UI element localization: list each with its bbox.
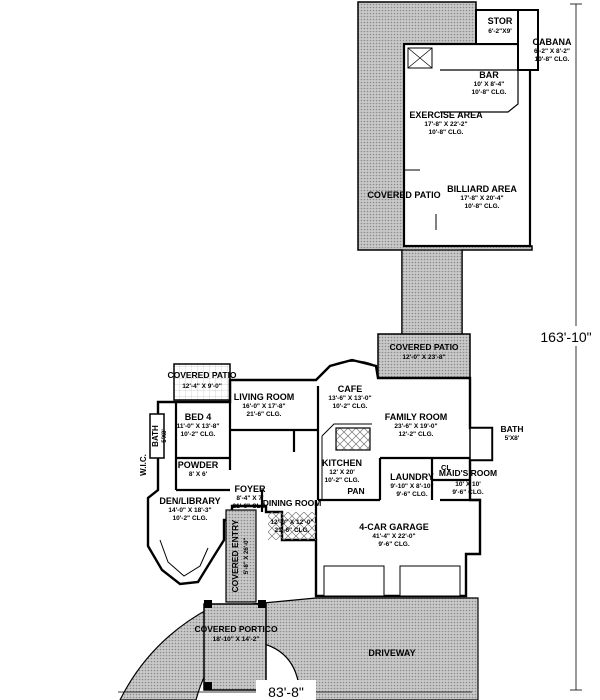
bath-right-box xyxy=(469,427,493,461)
room-size-cafe: 13'-6" X 13'-0" xyxy=(328,395,371,402)
room-size-covered-entry: 5'-8" X 26'-0" xyxy=(244,538,250,575)
depth-dimension: 163'-10" xyxy=(540,329,591,345)
room-size-dining: 12'-0" X 12'-0" xyxy=(270,519,313,526)
room-name-cabana: CABANA xyxy=(533,37,572,47)
room-name-laundry: LAUNDRY xyxy=(390,472,434,482)
room-size-powder: 8' X 6' xyxy=(189,471,208,478)
room-name-powder: POWDER xyxy=(178,460,219,470)
room-name-living: LIVING ROOM xyxy=(234,392,295,402)
room-clg-cabana: 10'-8" CLG. xyxy=(535,56,570,63)
covered-entry-walk xyxy=(225,509,257,603)
room-name-driveway: DRIVEWAY xyxy=(368,648,415,658)
room-size-kitchen: 12' X 20' xyxy=(329,469,355,476)
room-name-bath-right: BATH xyxy=(501,424,524,434)
portico-column-3 xyxy=(204,682,212,690)
room-name-maids: MAID'S ROOM xyxy=(439,468,497,478)
main-house xyxy=(146,333,494,603)
room-clg-laundry: 9'-6" CLG. xyxy=(396,491,428,498)
room-clg-dining: 21'-6" CLG. xyxy=(275,527,310,534)
room-clg-garage: 9'-6" CLG. xyxy=(378,541,410,548)
room-size-maids: 10' X 10' xyxy=(455,481,481,488)
cabana-walls xyxy=(517,9,539,71)
room-clg-kitchen: 10'-2" CLG. xyxy=(325,477,360,484)
room-size-garage: 41'-4" X 22'-0" xyxy=(372,533,415,540)
den-bay xyxy=(159,539,209,577)
cafe-bay xyxy=(329,360,377,367)
room-name-garage: 4-CAR GARAGE xyxy=(359,522,429,532)
stor-walls xyxy=(475,9,519,45)
room-size-portico: 18'-10" X 14'-2" xyxy=(213,636,260,643)
room-name-covered-patio-rear: COVERED PATIO xyxy=(367,190,440,200)
room-name-billiard: BILLIARD AREA xyxy=(447,184,517,194)
dimensions: 163'-10" 83'-8" xyxy=(118,3,594,700)
room-name-covered-patio-left: COVERED PATIO xyxy=(167,370,236,380)
room-size-bed4: 11'-0" X 13'-8" xyxy=(177,423,220,430)
dining-floor xyxy=(268,512,316,540)
room-name-den: DEN/LIBRARY xyxy=(159,496,220,506)
room-name-bed4: BED 4 xyxy=(185,412,212,422)
room-clg-den: 10'-2" CLG. xyxy=(173,515,208,522)
room-name-covered-patio-mid: COVERED PATIO xyxy=(389,342,458,352)
room-size-covered-patio-left: 12'-4" X 9'-0" xyxy=(182,383,222,390)
portico-column-1 xyxy=(204,600,212,608)
rear-structure xyxy=(357,1,539,337)
room-clg-family: 12'-2" CLG. xyxy=(399,431,434,438)
bar-counter xyxy=(440,69,519,113)
room-clg-foyer: 21'-6" CLG. xyxy=(233,503,268,510)
kitchen-island xyxy=(335,427,371,451)
room-name-bath-left: BATH xyxy=(151,425,160,447)
room-clg-bar: 10'-8" CLG. xyxy=(472,89,507,96)
width-dimension: 83'-8" xyxy=(268,684,304,700)
garage-door-1 xyxy=(323,565,385,597)
site xyxy=(119,597,479,700)
room-name-stor: STOR xyxy=(488,16,513,26)
room-size-living: 16'-0" X 17'-8" xyxy=(242,403,285,410)
portico-surface xyxy=(203,603,267,691)
room-size-exercise: 17'-8" X 22'-2" xyxy=(424,121,467,128)
room-name-portico: COVERED PORTICO xyxy=(194,624,278,634)
room-clg-cafe: 10'-2" CLG. xyxy=(333,403,368,410)
bar-fixture xyxy=(407,47,433,69)
room-clg-maids: 9'-6" CLG. xyxy=(452,489,484,496)
room-name-exercise: EXERCISE AREA xyxy=(409,110,483,120)
room-name-covered-entry: COVERED ENTRY xyxy=(230,519,240,592)
breezeway xyxy=(401,249,463,337)
room-name-foyer: FOYER xyxy=(234,484,266,494)
room-clg-living: 21'-6" CLG. xyxy=(247,411,282,418)
room-name-bar: BAR xyxy=(479,70,499,80)
room-name-wic: W.I.C. xyxy=(139,454,148,476)
room-size-bath-right: 5'X8' xyxy=(505,435,520,442)
room-size-bar: 10' X 8'-4" xyxy=(474,81,505,88)
room-size-cabana: 6'-2" X 8'-2" xyxy=(534,48,570,55)
room-size-family: 23'-6" X 19'-0" xyxy=(394,423,437,430)
room-labels: STOR 6'-2"X9' CABANA 6'-2" X 8'-2" 10'-8… xyxy=(139,16,572,658)
room-size-foyer: 8'-4" X 7' xyxy=(236,495,264,502)
room-name-kitchen: KITCHEN xyxy=(322,458,362,468)
room-size-bath-left: 5'X8' xyxy=(162,429,168,443)
room-name-dining: DINING ROOM xyxy=(263,498,322,508)
garage-door-2 xyxy=(399,565,461,597)
room-name-family: FAMILY ROOM xyxy=(385,412,448,422)
room-size-billiard: 17'-8" X 20'-4" xyxy=(460,195,503,202)
room-size-den: 14'-0" X 18'-3" xyxy=(168,507,211,514)
room-size-laundry: 9'-10" X 8'-10" xyxy=(390,483,433,490)
kitchen-counter xyxy=(321,423,372,500)
rear-building-walls xyxy=(402,42,532,248)
room-clg-billiard: 10'-8" CLG. xyxy=(465,203,500,210)
room-clg-bed4: 10'-2" CLG. xyxy=(181,431,216,438)
room-name-pan: PAN xyxy=(347,486,364,496)
room-size-stor: 6'-2"X9' xyxy=(488,28,512,35)
room-size-covered-patio-mid: 12'-0" X 23'-8" xyxy=(402,354,445,361)
room-name-cl: CL xyxy=(441,463,451,472)
bath-left-box xyxy=(149,413,165,459)
room-name-cafe: CAFE xyxy=(338,384,363,394)
room-clg-exercise: 10'-8" CLG. xyxy=(429,129,464,136)
portico-column-2 xyxy=(258,600,266,608)
